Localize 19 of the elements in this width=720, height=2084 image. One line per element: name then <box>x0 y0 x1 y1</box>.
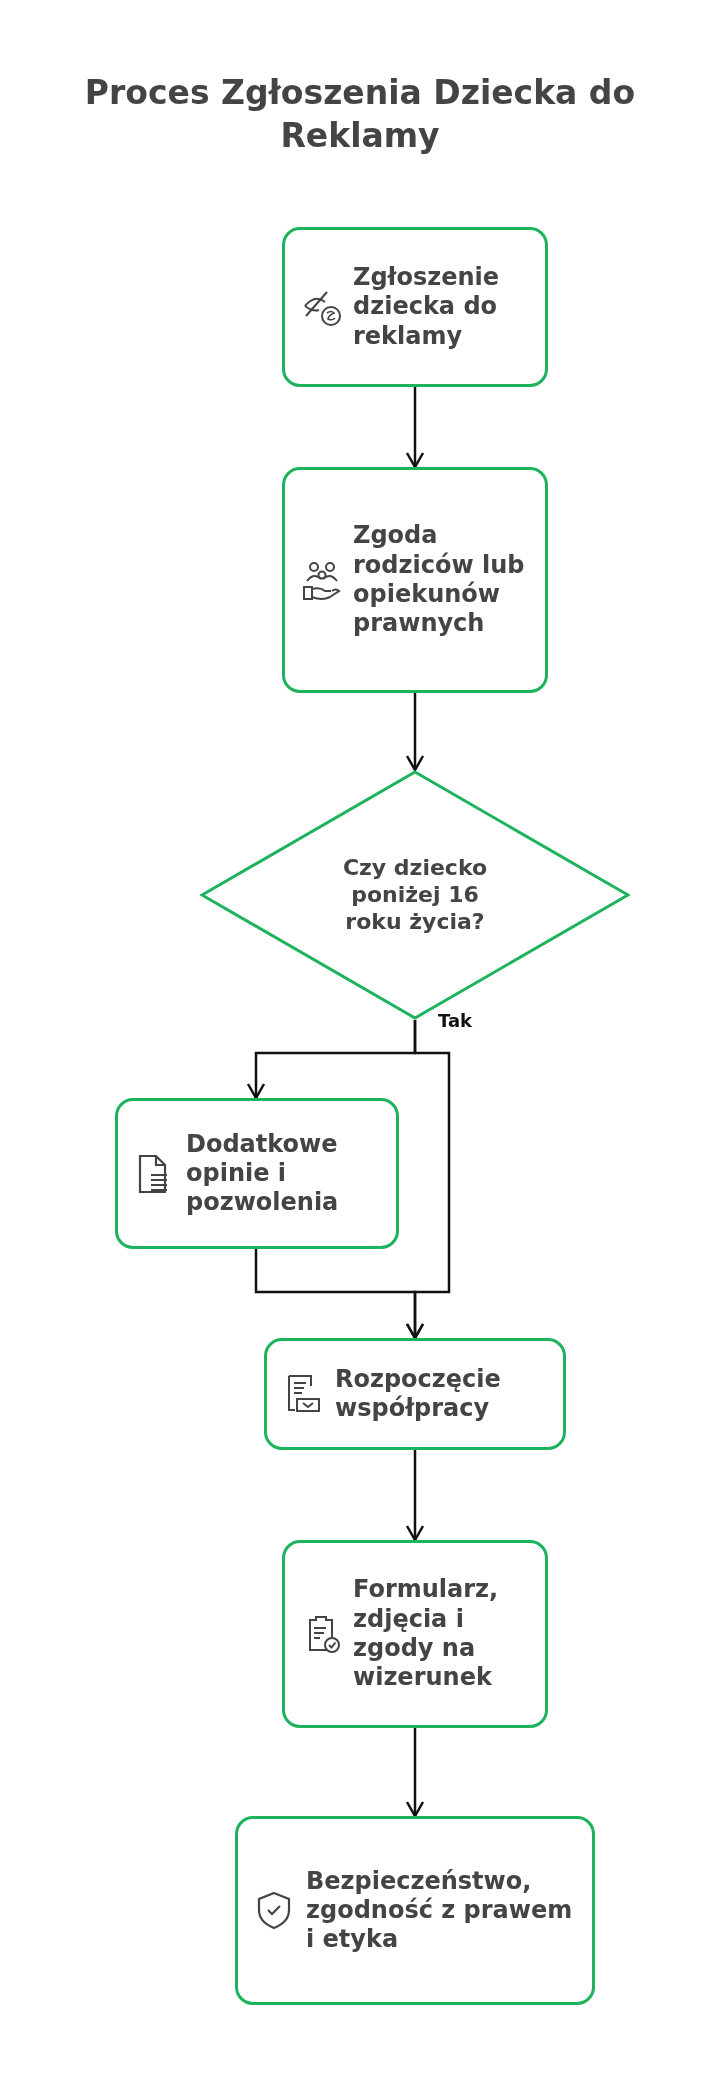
step-text: Bezpieczeństwo, zgodność z prawem i etyka <box>306 1866 574 1955</box>
step-text: Zgoda rodziców lub opiekunów prawnych <box>353 521 526 639</box>
diagram-title: Proces Zgłoszenia Dziecka do Reklamy <box>83 72 637 157</box>
arrow <box>405 1450 425 1542</box>
process-box <box>264 1338 566 1450</box>
step-text: Czy dziecko poniżej 16 roku życia? <box>341 854 489 936</box>
process-box <box>282 1540 548 1728</box>
arrow <box>405 387 425 469</box>
step-text: Formularz, zdjęcia i zgody na wizerunek <box>353 1575 500 1693</box>
process-box <box>235 1816 595 2005</box>
arrow <box>254 1249 425 1340</box>
process-box <box>115 1098 399 1249</box>
step-text: Dodatkowe opinie i pozwolenia <box>186 1129 340 1218</box>
arrow <box>405 1728 425 1818</box>
process-box <box>282 227 548 387</box>
step-text: Zgłoszenie dziecka do reklamy <box>353 263 501 351</box>
arrow <box>405 693 425 772</box>
step-text: Rozpoczęcie współpracy <box>335 1364 502 1424</box>
process-box <box>282 467 548 693</box>
